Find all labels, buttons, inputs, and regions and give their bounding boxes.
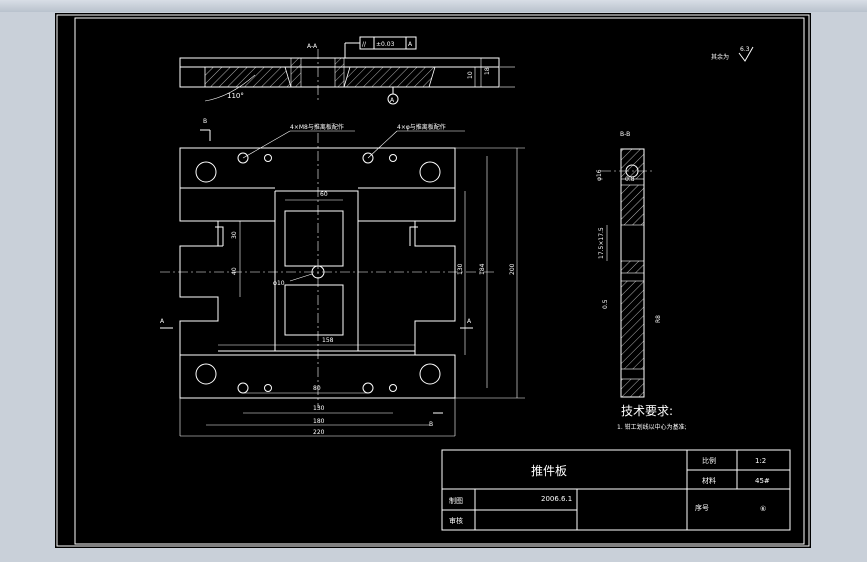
screw-hole-2 <box>362 152 374 164</box>
dim-130v: 130 <box>457 263 464 275</box>
angle-arc <box>204 74 256 102</box>
screw-hole-4 <box>362 382 374 394</box>
hatched-web-left <box>290 57 302 88</box>
section-bb-hatch-3 <box>620 260 645 274</box>
surface-finish-note: 其余为 6.3 <box>711 46 754 62</box>
lower-window <box>284 284 344 336</box>
central-block-sides <box>274 191 359 221</box>
cad-drawing: A-A 110° 10 18 // ±0.03 A A B <box>56 14 810 547</box>
plate-outline <box>179 147 456 356</box>
drawing-canvas: A-A 110° 10 18 // ±0.03 A A B <box>55 13 811 548</box>
guide-hole-tl <box>195 161 217 183</box>
material-label: 材料 <box>702 476 716 485</box>
cut-b-bottom-label: B <box>429 421 433 428</box>
tech-req-heading: 技术要求: <box>621 404 673 418</box>
outer-border <box>56 14 810 547</box>
dim-80: 80 <box>313 385 321 392</box>
dim-d10-leader <box>289 273 313 282</box>
section-bb-view: B-B φ16 17.5×17.5 0.5 R8 0.8 <box>596 131 662 398</box>
bb-dim-5: 0.8 <box>625 176 635 183</box>
surface-finish-symbol <box>738 46 754 62</box>
left-recess <box>218 220 276 352</box>
title-block: 推件板 比例 1:2 材料 45# 制图 2006.6.1 审核 序号 ⑥ <box>441 449 791 531</box>
right-slot-detail <box>409 226 418 246</box>
angle-dimension: 110° <box>227 92 244 100</box>
tolerance-datum: A <box>408 41 413 48</box>
inner-border <box>74 17 805 545</box>
m8-callout: 4×M8与推离板配作 <box>290 123 344 131</box>
center-hole <box>311 265 325 279</box>
serial-value: ⑥ <box>760 505 766 513</box>
part-name: 推件板 <box>531 464 567 478</box>
pin-hole-4 <box>389 384 397 392</box>
guide-hole-bl <box>195 363 217 385</box>
drawn-label: 制图 <box>449 496 463 505</box>
drawn-date: 2006.6.1 <box>541 495 572 503</box>
section-bb-hatch-1 <box>620 148 645 180</box>
dim-130h: 130 <box>313 405 325 412</box>
central-block <box>275 190 359 352</box>
window-frame <box>0 0 867 12</box>
guide-hole-tr <box>419 161 441 183</box>
screw-hole-3 <box>237 382 249 394</box>
section-bb-hatch-5 <box>620 378 645 398</box>
title-block-border <box>441 449 791 531</box>
section-bb-hatch-2 <box>620 184 645 226</box>
plate-bottom-band <box>179 354 456 399</box>
hatched-region-right <box>343 66 436 88</box>
dim-60: 60 <box>320 191 328 198</box>
review-label: 审核 <box>449 516 463 525</box>
dim-220: 220 <box>313 429 325 436</box>
serial-label: 序号 <box>695 503 709 512</box>
upper-window <box>284 210 344 267</box>
tolerance-value: ±0.03 <box>376 41 395 48</box>
material-value: 45# <box>755 477 770 485</box>
section-bb-hatch-4 <box>620 280 645 370</box>
section-aa-label: A-A <box>307 43 318 50</box>
dim-180: 180 <box>313 418 325 425</box>
surface-finish-value: 6.3 <box>740 46 750 53</box>
bb-dim-2: 17.5×17.5 <box>598 227 605 259</box>
tech-req-item-1: 1. 钳工划线以中心为基准; <box>617 423 687 431</box>
cut-b-top-label: B <box>203 118 207 125</box>
m8-leader <box>242 130 291 159</box>
dim-d10: φ10 <box>273 280 285 287</box>
datum-label: A <box>390 97 395 104</box>
dim-184: 184 <box>479 263 486 275</box>
dim-30: 30 <box>231 231 238 239</box>
datum-circle <box>387 93 399 105</box>
tolerance-symbol: // <box>362 41 367 48</box>
screw-hole-1 <box>237 152 249 164</box>
guide-hole-br <box>419 363 441 385</box>
dim-40: 40 <box>231 267 238 275</box>
thk1-dimension: 10 <box>467 71 474 79</box>
cut-a-right-label: A <box>467 318 472 325</box>
phi-leader <box>367 130 398 159</box>
tech-requirements: 技术要求: 1. 钳工划线以中心为基准; <box>617 404 687 431</box>
tolerance-datum-box <box>405 36 417 50</box>
bb-dim-4: R8 <box>655 315 662 323</box>
bb-dim-3: 0.5 <box>602 299 609 309</box>
cut-a-left-label: A <box>160 318 165 325</box>
left-slot-detail <box>215 226 224 247</box>
plan-view: B 4×M8与推离板配作 4×φ与推离板配作 <box>160 118 525 437</box>
pin-hole-3 <box>264 384 272 392</box>
scale-label: 比例 <box>702 456 716 465</box>
thk2-dimension: 18 <box>484 67 491 75</box>
pin-hole-2 <box>389 154 397 162</box>
scale-value: 1:2 <box>755 457 766 465</box>
phi-callout: 4×φ与推离板配作 <box>397 123 446 131</box>
right-recess <box>357 220 415 352</box>
bb-dim-1: φ16 <box>596 169 603 181</box>
section-aa-view: A-A 110° 10 18 // ±0.03 A A <box>179 36 515 105</box>
surface-finish-text: 其余为 <box>711 53 729 61</box>
dim-158: 158 <box>322 337 334 344</box>
hatched-region-left <box>204 66 292 88</box>
section-bb-label: B-B <box>620 131 630 138</box>
dim-200: 200 <box>509 263 516 275</box>
hatched-web-right <box>334 57 345 88</box>
pin-hole-1 <box>264 154 272 162</box>
